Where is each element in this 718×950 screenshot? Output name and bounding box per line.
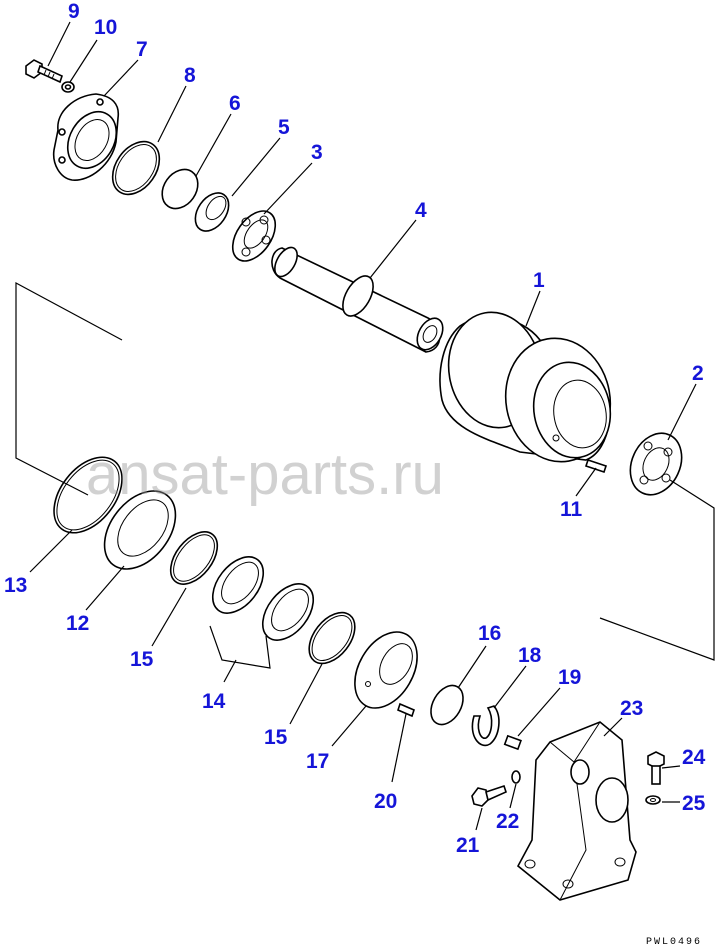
callout-19: 19 [558,666,581,689]
part-3-bearing [231,210,277,262]
part-25-washer [645,795,661,805]
part-16-cover-plate [430,684,464,726]
part-9-bolt [25,59,63,84]
callout-21: 21 [456,834,480,857]
part-17-collar [354,631,418,709]
part-15-o-ring-lower [308,611,356,665]
part-11-pin [584,458,608,474]
part-23-bracket [516,721,637,901]
part-8-o-ring [111,140,161,196]
callout-15-lower: 15 [264,726,288,749]
watermark-text: ansat-parts.ru [86,442,444,507]
part-20-pin [397,702,415,718]
callout-17: 17 [306,750,329,773]
callout-25: 25 [682,792,706,815]
callout-13: 13 [4,574,27,597]
callout-12: 12 [66,612,89,635]
part-22-washer [511,770,521,784]
callout-4: 4 [415,199,427,222]
callout-7: 7 [136,38,148,61]
callout-5: 5 [278,116,290,139]
part-18-snap-ring [471,705,500,747]
part-4-shaft [271,246,444,353]
callout-20: 20 [374,790,397,813]
callout-24: 24 [682,746,706,769]
callout-11: 11 [560,498,583,521]
callout-15-upper: 15 [130,648,154,671]
callout-6: 6 [229,92,241,115]
callout-14: 14 [202,690,226,713]
callout-1: 1 [533,269,545,292]
part-14-floating-seal-pair [211,556,315,641]
part-19-plug [503,734,522,751]
drawing-code: PWL0496 [646,937,702,948]
callout-23: 23 [620,697,643,720]
part-1-roller [439,311,612,463]
part-24-bolt [647,751,665,785]
part-2-bearing [629,432,683,496]
part-15-o-ring-upper [169,531,219,585]
callout-labels: 9 10 7 8 6 5 3 4 1 2 11 13 12 15 14 15 1… [4,0,706,857]
callout-18: 18 [518,644,542,667]
part-10-washer [61,81,75,93]
callout-22: 22 [496,810,519,833]
callout-8: 8 [184,64,196,87]
callout-2: 2 [692,362,704,385]
part-12-seal [103,490,177,570]
part-7-cover [52,93,120,181]
leader-lines [29,21,697,831]
callout-9: 9 [68,0,80,23]
part-6-shim [161,168,199,210]
callout-16: 16 [478,622,501,645]
part-5-nut [194,192,230,232]
callout-3: 3 [311,141,323,164]
part-21-bolt [471,784,507,807]
callout-10: 10 [94,16,117,39]
assembly-outline-lines [15,281,715,661]
